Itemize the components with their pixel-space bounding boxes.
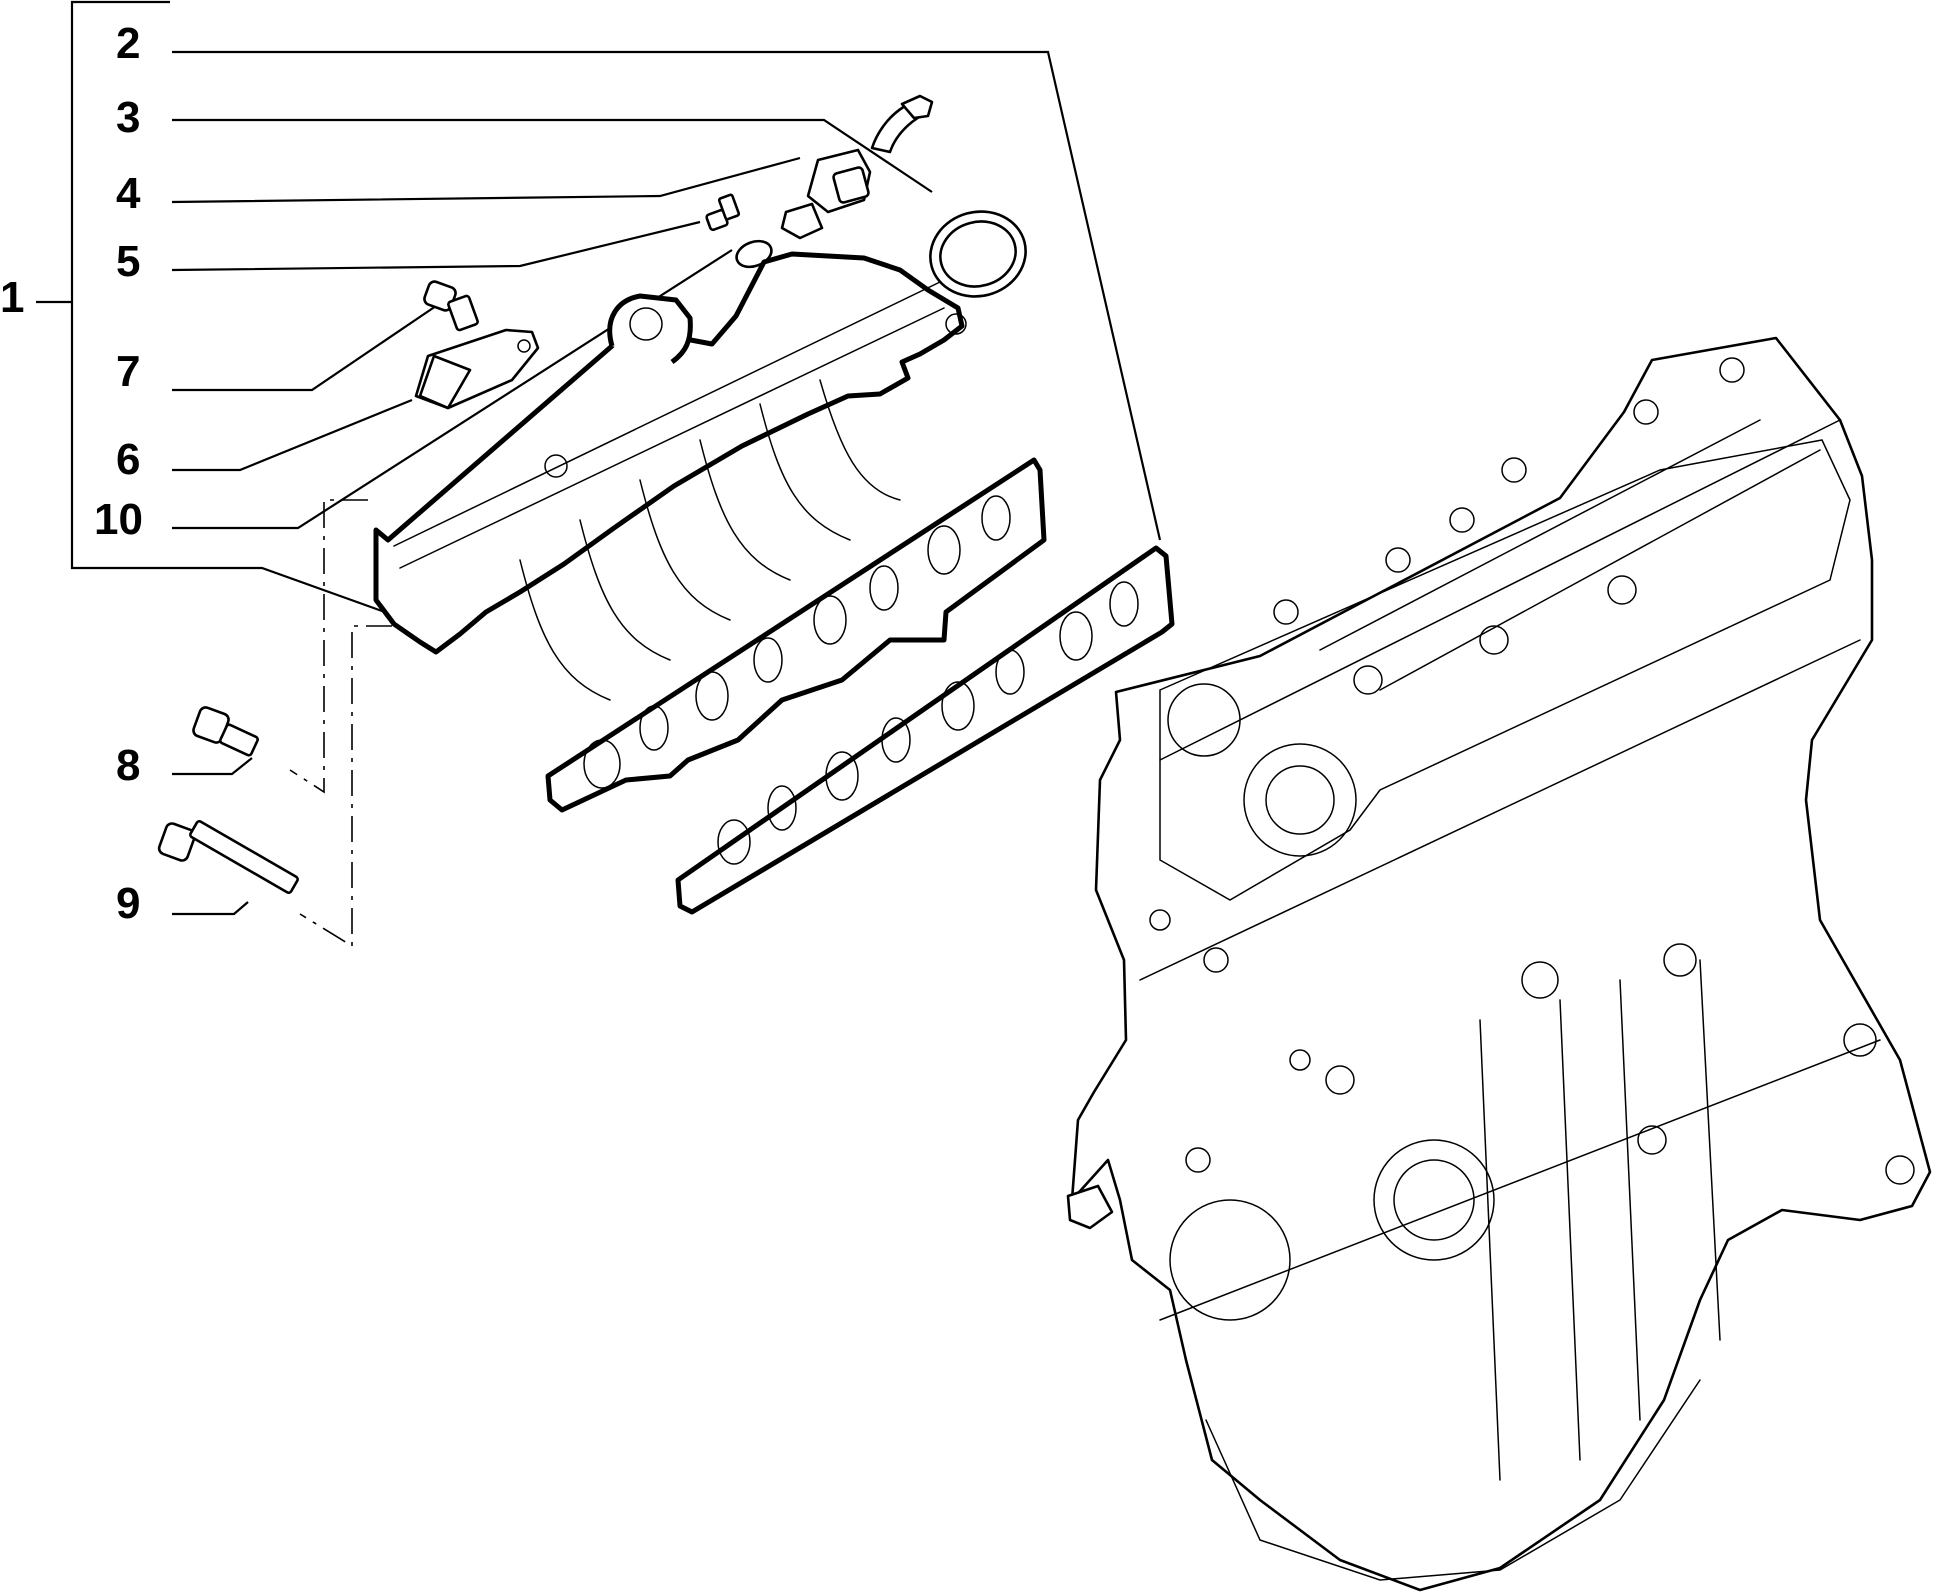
callout-5: 5 xyxy=(116,237,140,286)
callout-2: 2 xyxy=(116,19,140,68)
bracket-bolt-part xyxy=(423,280,479,332)
callout-3: 3 xyxy=(116,93,140,142)
group-bracket xyxy=(36,0,397,618)
callout-1: 1 xyxy=(0,273,24,322)
pressure-sensor-part xyxy=(780,94,934,240)
callout-9: 9 xyxy=(116,879,140,928)
callout-7: 7 xyxy=(116,347,140,396)
callout-4: 4 xyxy=(116,169,141,218)
gasket-part xyxy=(675,545,1175,915)
manifold-flange-part xyxy=(545,457,1047,813)
intake-manifold-part xyxy=(373,251,967,701)
bracket-part xyxy=(414,328,540,410)
callout-8: 8 xyxy=(116,741,140,790)
long-bolt-part xyxy=(157,820,299,894)
alignment-lines xyxy=(289,499,392,948)
leader-lines xyxy=(171,50,1162,916)
callout-6: 6 xyxy=(116,435,140,484)
small-screw-part xyxy=(705,193,741,232)
engine-block xyxy=(1066,336,1932,1592)
seal-ring-part xyxy=(929,210,1027,298)
callout-10: 10 xyxy=(94,495,143,544)
short-bolt-part xyxy=(192,706,259,757)
